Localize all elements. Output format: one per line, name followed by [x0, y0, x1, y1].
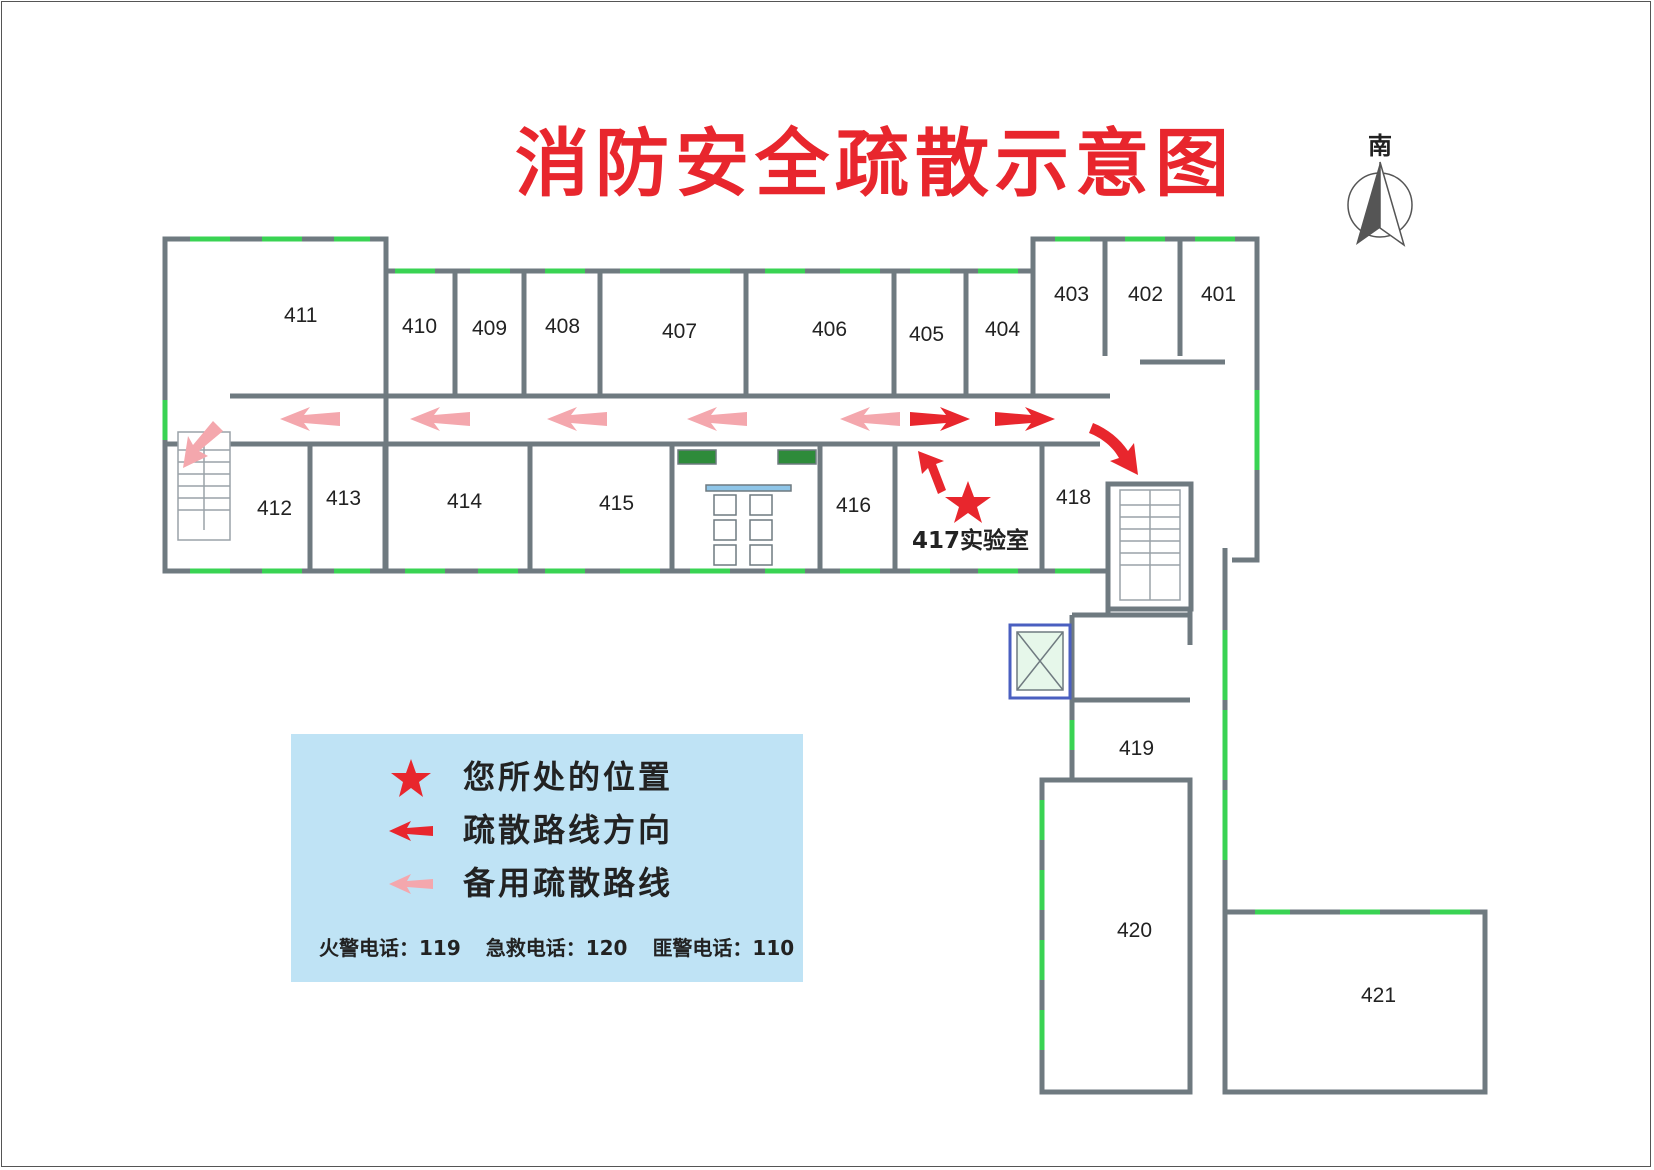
star-icon [391, 759, 431, 797]
windows [162, 236, 1470, 1050]
room-410: 410 [402, 315, 437, 338]
room-411: 411 [284, 304, 317, 327]
room-405: 405 [909, 323, 944, 346]
legend-label-location: 您所处的位置 [463, 758, 674, 796]
current-room-label: 417实验室 [912, 527, 1029, 554]
primary-route-arrows [910, 407, 1138, 494]
arrow-icon [389, 874, 433, 894]
room-406: 406 [812, 318, 847, 341]
stairs-east [1119, 489, 1181, 601]
room-401: 401 [1201, 283, 1236, 306]
legend-row-location: 您所处的位置 [291, 756, 803, 800]
fire-phone: 火警电话：119 [319, 936, 461, 960]
police-phone: 匪警电话：110 [652, 936, 795, 960]
room-408: 408 [545, 315, 580, 338]
legend-row-backup: 备用疏散路线 [291, 862, 803, 906]
backup-arrow [687, 407, 747, 431]
room-413: 413 [326, 487, 361, 510]
room-409: 409 [472, 317, 507, 340]
legend-label-backup: 备用疏散路线 [463, 864, 674, 902]
room-416: 416 [836, 494, 871, 517]
elevator-icon [1016, 631, 1064, 691]
route-arrow [918, 451, 946, 494]
north-label: 南 [1368, 132, 1392, 160]
current-location-star [945, 481, 991, 523]
legend-panel: 您所处的位置 疏散路线方向 备用疏散路线 火警电话：119 急救电话：120 匪… [291, 734, 803, 982]
backup-arrow [410, 407, 470, 431]
backup-arrow [547, 407, 607, 431]
room-402: 402 [1128, 283, 1163, 306]
room-421: 421 [1361, 984, 1396, 1007]
emergency-phones: 火警电话：119 急救电话：120 匪警电话：110 [319, 932, 812, 961]
room-415: 415 [599, 492, 634, 515]
backup-arrow [183, 421, 223, 468]
compass-icon [1347, 161, 1413, 247]
backup-arrow [280, 407, 340, 431]
ambulance-phone: 急救电话：120 [485, 936, 628, 960]
page-title: 消防安全疏散示意图 [515, 121, 1235, 207]
route-arrow [1089, 423, 1138, 475]
route-arrow [910, 407, 970, 431]
room-414: 414 [447, 490, 482, 513]
route-arrow [995, 407, 1055, 431]
stairs-west [177, 431, 231, 541]
room-412: 412 [257, 497, 292, 520]
arrow-icon [389, 821, 433, 841]
backup-arrow [840, 407, 900, 431]
backup-route-arrows [183, 407, 900, 468]
room-404: 404 [985, 318, 1020, 341]
legend-row-route: 疏散路线方向 [291, 809, 803, 853]
room-labels: 411 410 409 408 407 406 405 404 403 402 … [257, 283, 1396, 1007]
room-407: 407 [662, 320, 697, 343]
legend-label-route: 疏散路线方向 [463, 811, 674, 849]
toilet-area [677, 449, 817, 566]
room-418: 418 [1056, 486, 1091, 509]
room-419: 419 [1119, 737, 1154, 760]
room-420: 420 [1117, 919, 1152, 942]
room-403: 403 [1054, 283, 1089, 306]
